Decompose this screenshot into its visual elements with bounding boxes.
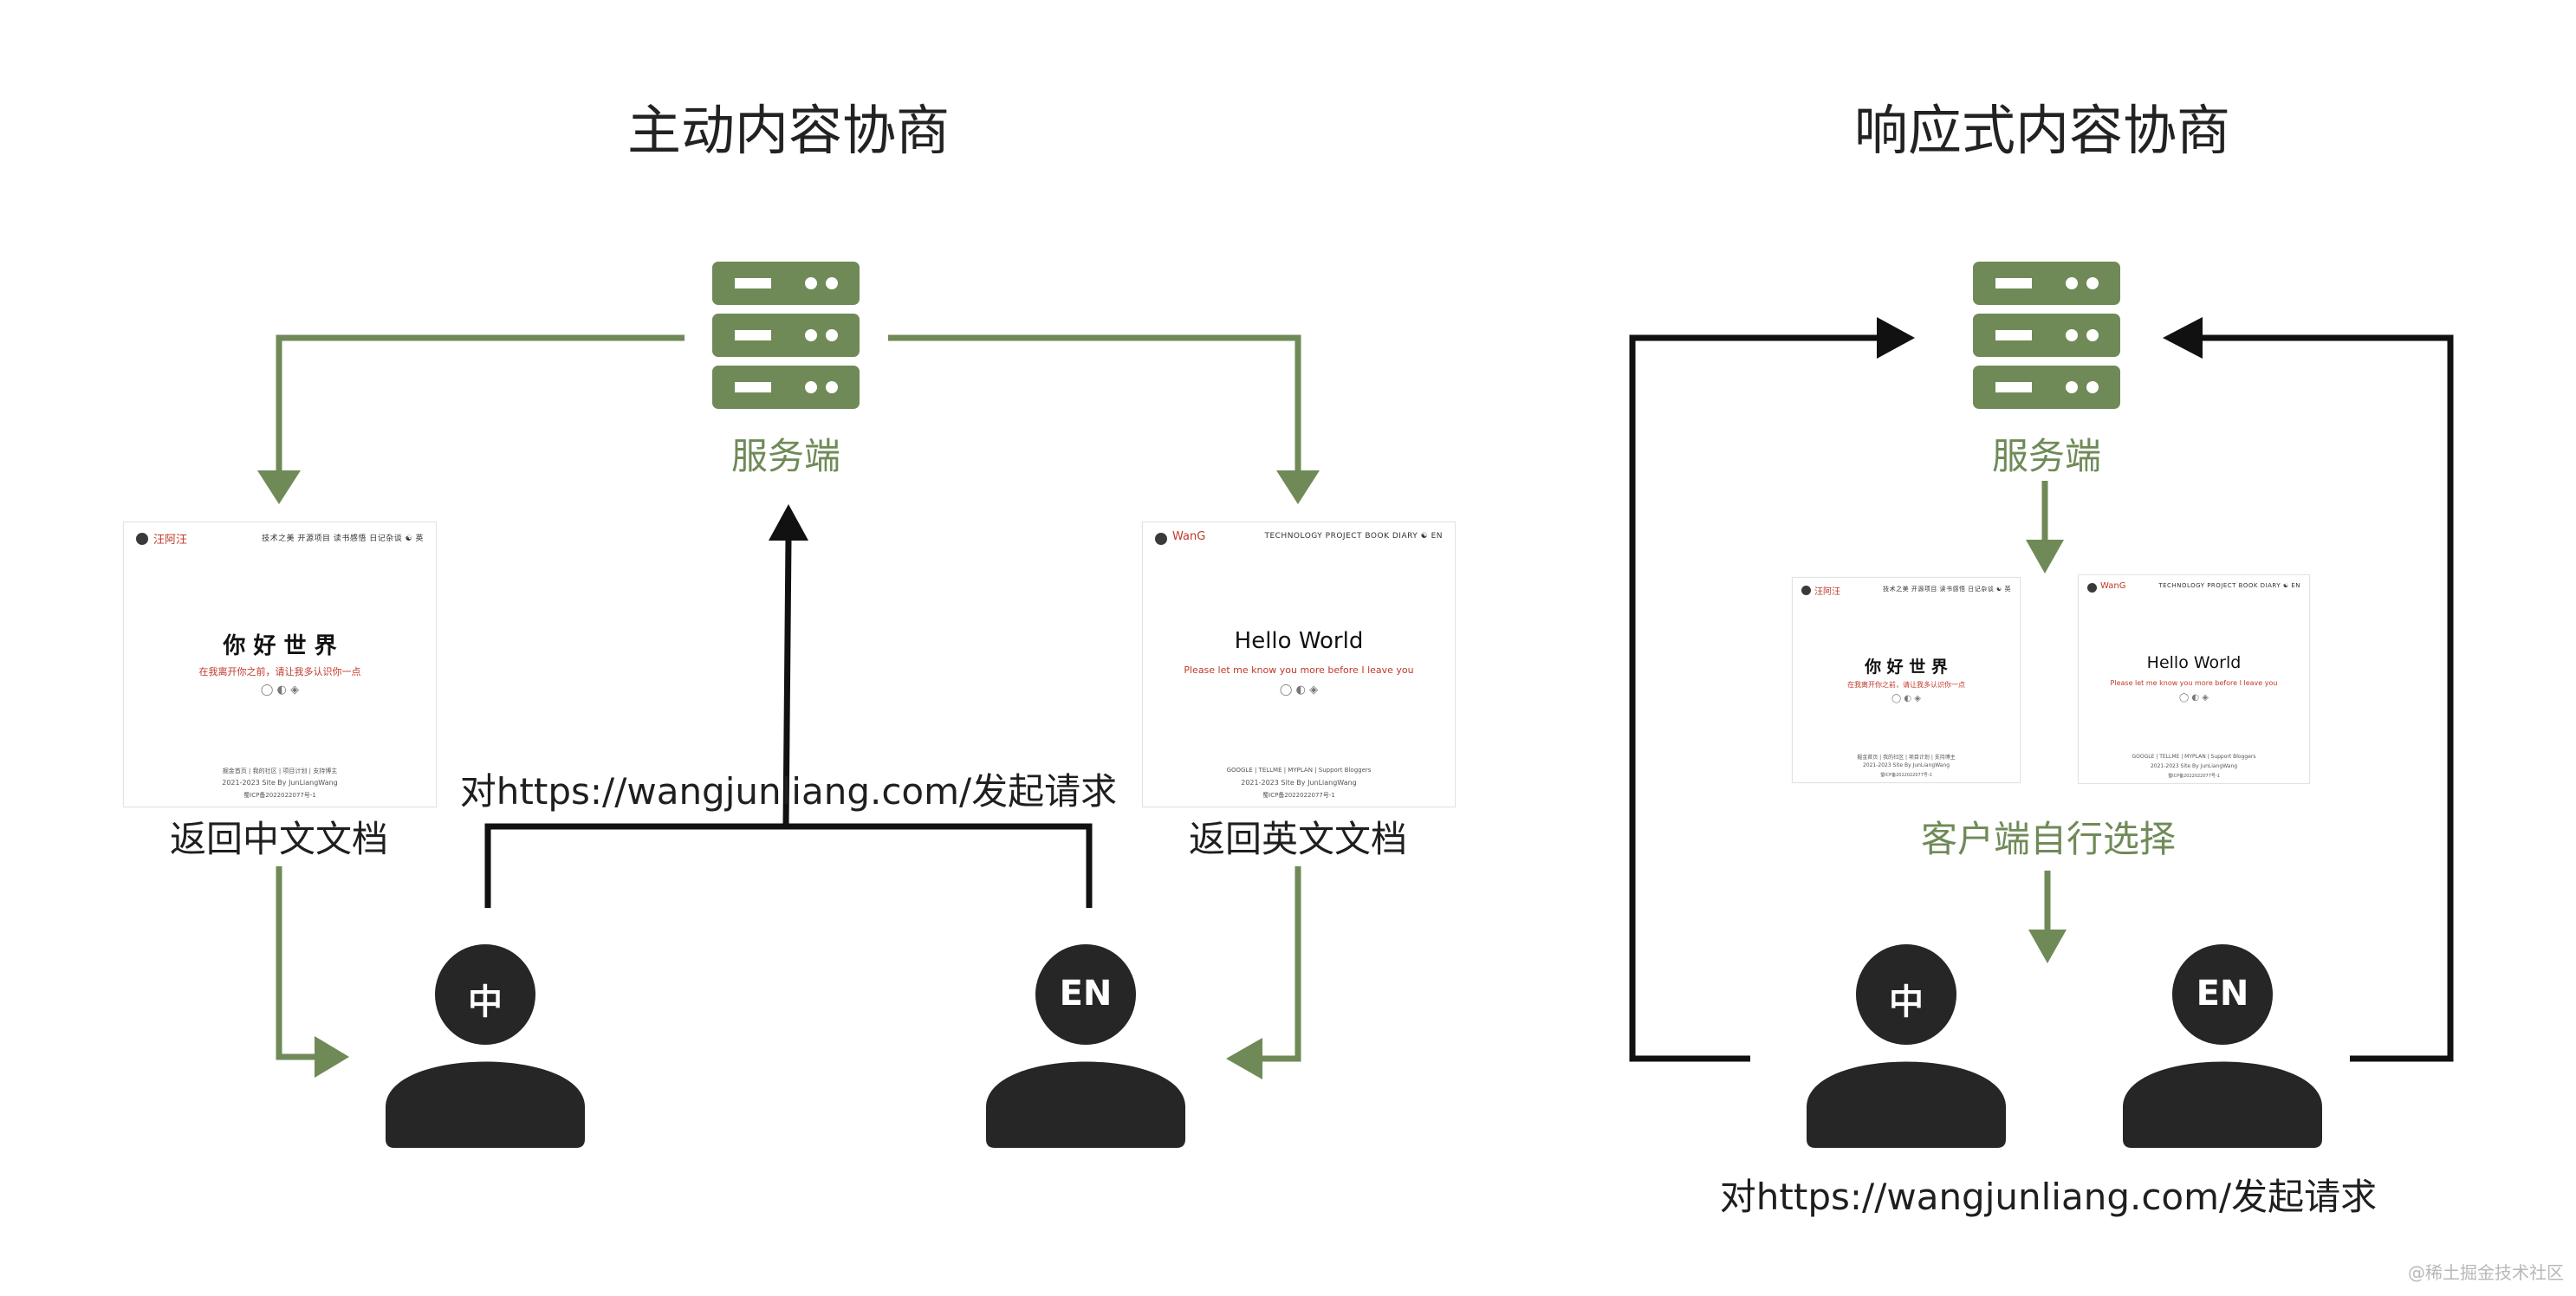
user-badge-cn-left: 中 [468,982,503,1022]
arrow-request-loop-right [2163,317,2454,1062]
user-badge-en-left: EN [1059,974,1113,1014]
page-headline: 你 好 世 界 [1865,658,1948,677]
server-label-left: 服务端 [730,435,841,477]
site-brand: WanG [2100,581,2126,591]
return-cn-label: 返回中文文档 [169,818,389,860]
page-subtitle: 在我离开你之前，请让我多认识你一点 [1847,681,1965,689]
page-thumbnail-en-left: WanG TECHNOLOGY PROJECT BOOK DIARY ☯ EN … [1142,522,1456,807]
footer-icp: 蜀ICP备2022022077号-1 [243,792,316,799]
social-icons: ◯ ◐ ◈ [1279,684,1319,697]
title-reactive-negotiation: 响应式内容协商 [1853,99,2231,162]
arrow-cn-page-to-user [276,866,349,1078]
site-logo-icon [1155,533,1167,545]
site-nav: 技术之美 开源项目 读书感悟 日记杂谈 ☯ 英 [262,535,424,543]
site-logo-icon [2087,583,2097,593]
page-thumbnail-cn-right: 汪阿汪 技术之美 开源项目 读书感悟 日记杂谈 ☯ 英 你 好 世 界 在我离开… [1792,577,2021,783]
site-nav: 技术之美 开源项目 读书感悟 日记杂谈 ☯ 英 [1883,586,2011,593]
footer-copyright: 2021-2023 Site By JunLiangWang [1862,762,1950,768]
server-icon-left [712,262,860,409]
request-label-right: 对https://wangjunliang.com/发起请求 [1719,1176,2378,1218]
client-choose-label: 客户端自行选择 [1920,818,2177,860]
social-icons: ◯ ◐ ◈ [2179,693,2209,703]
arrow-request-to-server [484,504,1093,908]
site-logo-icon [1801,586,1811,595]
arrow-en-page-to-user [1226,866,1301,1079]
arrow-server-to-cn-page [257,334,685,504]
server-icon-right [1973,262,2120,409]
page-headline: 你 好 世 界 [223,633,337,659]
server-label-right: 服务端 [1991,435,2102,477]
site-brand: 汪阿汪 [153,534,188,547]
page-headline: Hello World [2146,653,2242,672]
site-nav: TECHNOLOGY PROJECT BOOK DIARY ☯ EN [1264,532,1443,541]
arrow-server-to-en-page [888,334,1320,504]
footer-icp: 蜀ICP备2022022077号-1 [2168,774,2220,779]
arrow-request-loop-left [1629,317,1915,1062]
footer-links: 掘金首页 | 我的社区 | 项目计划 | 支持博主 [222,768,338,774]
footer-copyright: 2021-2023 Site By JunLiangWang [1241,779,1357,787]
footer-links: 掘金首页 | 我的社区 | 项目计划 | 支持博主 [1857,755,1956,761]
page-thumbnail-en-right: WanG TECHNOLOGY PROJECT BOOK DIARY ☯ EN … [2078,574,2310,784]
site-logo-icon [136,533,148,545]
site-brand: 汪阿汪 [1814,587,1840,597]
page-subtitle: 在我离开你之前，请让我多认识你一点 [198,666,361,677]
title-active-negotiation: 主动内容协商 [626,99,951,162]
footer-copyright: 2021-2023 Site By JunLiangWang [222,779,338,787]
footer-links: GOOGLE | TELLME | MYPLAN | Support Blogg… [1226,767,1372,774]
footer-icp: 蜀ICP备2022022077号-1 [1262,792,1335,799]
page-thumbnail-cn-left: 汪阿汪 技术之美 开源项目 读书感悟 日记杂谈 ☯ 英 你 好 世 界 在我离开… [123,522,437,807]
page-subtitle: Please let me know you more before I lea… [1184,664,1414,676]
return-en-label: 返回英文文档 [1188,818,1408,860]
footer-links: GOOGLE | TELLME | MYPLAN | Support Blogg… [2132,754,2256,760]
social-icons: ◯ ◐ ◈ [260,684,300,697]
page-subtitle: Please let me know you more before I lea… [2110,679,2278,687]
watermark: @稀土掘金技术社区 [2408,1262,2564,1283]
social-icons: ◯ ◐ ◈ [1891,694,1921,703]
footer-icp: 蜀ICP备2022022077号-1 [1880,773,1932,778]
request-label-left: 对https://wangjunliang.com/发起请求 [459,770,1118,813]
arrow-server-to-pages [2026,481,2064,573]
user-badge-cn-right: 中 [1889,982,1924,1022]
user-badge-en-right: EN [2196,974,2249,1014]
site-nav: TECHNOLOGY PROJECT BOOK DIARY ☯ EN [2158,582,2300,589]
page-headline: Hello World [1234,628,1364,654]
site-brand: WanG [1172,530,1206,543]
footer-copyright: 2021-2023 Site By JunLiangWang [2150,763,2238,769]
arrow-choose-to-users [2028,871,2067,963]
